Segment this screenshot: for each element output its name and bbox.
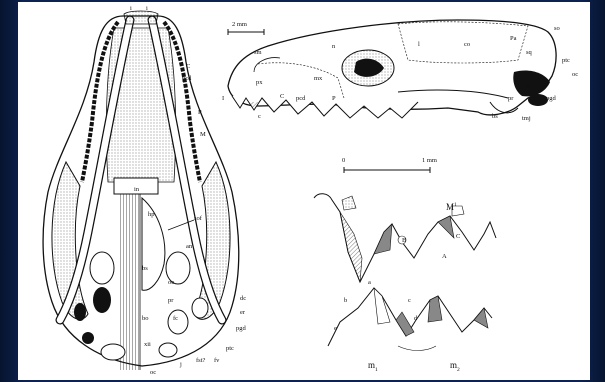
- label-i-b: i: [146, 5, 148, 12]
- label-P-lat: P: [332, 95, 336, 102]
- label-dc: dc: [240, 295, 246, 302]
- label-mx: mx: [314, 75, 323, 82]
- figure-plate: i i C pcd P M in hp sof an bs oe pr fc b…: [18, 2, 590, 380]
- label-pgd-lat: pgd: [546, 95, 557, 102]
- label-fst: fst?: [196, 357, 206, 364]
- label-C-teeth: C: [456, 233, 460, 240]
- label-oe: oe: [168, 279, 174, 286]
- label-bo: bo: [142, 315, 149, 322]
- label-pgd: pgd: [236, 325, 247, 332]
- label-oc-lat: oc: [572, 71, 578, 78]
- label-C-lat: C: [280, 93, 284, 100]
- label-M: M: [200, 131, 206, 138]
- label-c: c: [408, 297, 411, 304]
- label-I: I: [222, 95, 224, 102]
- label-A: A: [442, 253, 447, 260]
- label-pr: pr: [168, 297, 174, 304]
- label-sq: sq: [526, 49, 533, 56]
- label-m1: m1: [368, 360, 378, 373]
- label-i-a: i: [130, 5, 132, 12]
- label-B: B: [402, 237, 407, 244]
- label-er: er: [240, 309, 246, 316]
- label-j: j: [179, 361, 182, 368]
- label-c-lat: c: [258, 113, 261, 120]
- lateral-skull-drawing: [228, 20, 556, 118]
- lower-molars-labels: a b c d e m1 m2: [334, 279, 460, 373]
- label-in: in: [134, 186, 140, 193]
- label-fv: fv: [214, 357, 220, 364]
- label-oc: oc: [150, 369, 156, 376]
- label-sm: sm: [254, 49, 262, 56]
- label-hp: hp: [148, 211, 155, 218]
- label-pr-lat: pr: [508, 95, 514, 102]
- label-P: P: [198, 109, 202, 116]
- label-sof: sof: [194, 215, 203, 222]
- label-fc: fc: [173, 315, 178, 322]
- label-e: e: [334, 325, 337, 332]
- ventral-skull-drawing: [43, 11, 239, 370]
- teeth-scale: 0 1 mm: [342, 157, 437, 173]
- label-bs: bs: [142, 265, 148, 272]
- label-C: C: [186, 63, 190, 70]
- figure-svg: i i C pcd P M in hp sof an bs oe pr fc b…: [18, 2, 590, 380]
- label-er-lat: er: [526, 83, 532, 90]
- label-a: a: [368, 279, 371, 286]
- label-tmj: tmj: [522, 115, 531, 122]
- label-Pa: Pa: [510, 35, 517, 42]
- label-px: px: [256, 79, 263, 86]
- scale-1mm: 1 mm: [422, 157, 437, 164]
- label-l: l: [418, 41, 420, 48]
- label-b: b: [344, 297, 347, 304]
- scale-2mm: 2 mm: [232, 21, 247, 28]
- label-xii: xii: [144, 341, 151, 348]
- scale-zero: 0: [342, 157, 345, 164]
- label-pcd-lat: pcd: [296, 95, 306, 102]
- label-pcd: pcd: [182, 75, 192, 82]
- label-bs-lat: bs: [492, 113, 498, 120]
- label-ptc-lat: ptc: [562, 57, 570, 64]
- label-so: so: [554, 25, 560, 32]
- label-m2: m2: [450, 360, 460, 373]
- label-ptc: ptc: [226, 345, 234, 352]
- label-co: co: [464, 41, 470, 48]
- label-an: an: [186, 243, 193, 250]
